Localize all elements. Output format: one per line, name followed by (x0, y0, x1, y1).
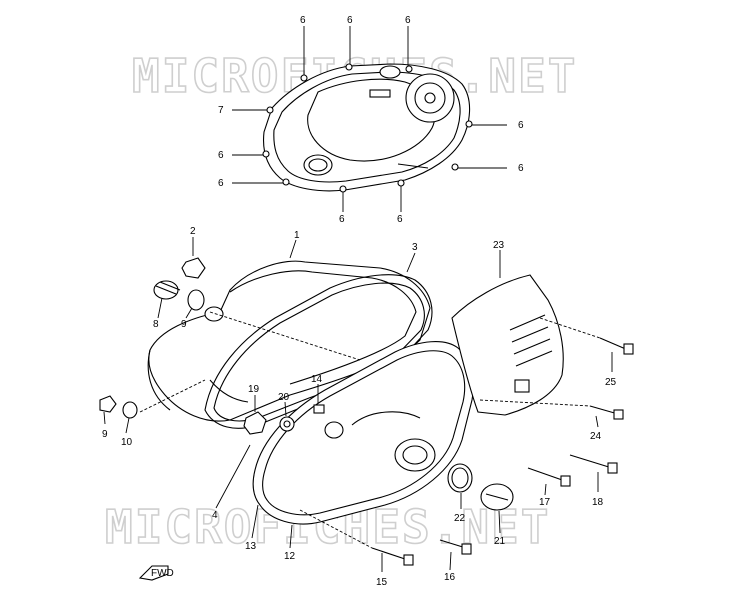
callout-23: 23 (493, 240, 505, 251)
callout-6: 6 (339, 214, 345, 225)
sprocket-cover (451, 274, 564, 416)
callout-6: 6 (300, 15, 306, 26)
right-crankcase-cover (252, 341, 475, 525)
callout-9: 9 (181, 319, 187, 330)
callout-10: 10 (121, 437, 133, 448)
fwd-label: FWD (151, 568, 174, 579)
callout-20: 20 (278, 392, 290, 403)
callout-17: 17 (539, 497, 551, 508)
callout-7: 7 (218, 105, 224, 116)
callout-6: 6 (397, 214, 403, 225)
bolts (371, 337, 634, 566)
callout-6: 6 (218, 150, 224, 161)
callout-25: 25 (605, 377, 617, 388)
callout-4: 4 (212, 510, 218, 521)
callout-21: 21 (494, 536, 506, 547)
callout-24: 24 (590, 431, 602, 442)
forward-arrow-icon: FWD (138, 565, 174, 581)
callout-12: 12 (284, 551, 296, 562)
callout-9: 9 (102, 429, 108, 440)
callout-15: 15 (376, 577, 388, 588)
leader-lines-top (232, 26, 507, 212)
callout-1: 1 (294, 230, 300, 241)
callout-22: 22 (454, 513, 466, 524)
callout-6: 6 (405, 15, 411, 26)
callout-18: 18 (592, 497, 604, 508)
callout-16: 16 (444, 572, 456, 583)
callout-14: 14 (311, 374, 323, 385)
callout-6: 6 (218, 178, 224, 189)
callout-6: 6 (518, 120, 524, 131)
callout-8: 8 (153, 319, 159, 330)
callout-3: 3 (412, 242, 418, 253)
leader-lines-bottom (103, 237, 613, 572)
callout-13: 13 (245, 541, 257, 552)
clutch-cover-top (262, 63, 473, 193)
callout-numbers: 6 6 6 7 6 6 6 6 6 6 2 1 3 23 8 9 25 19 1… (102, 15, 617, 588)
callout-6: 6 (347, 15, 353, 26)
small-parts (99, 257, 514, 511)
callout-2: 2 (190, 226, 196, 237)
left-crankcase-cover (147, 260, 431, 422)
callout-6: 6 (518, 163, 524, 174)
callout-19: 19 (248, 384, 260, 395)
